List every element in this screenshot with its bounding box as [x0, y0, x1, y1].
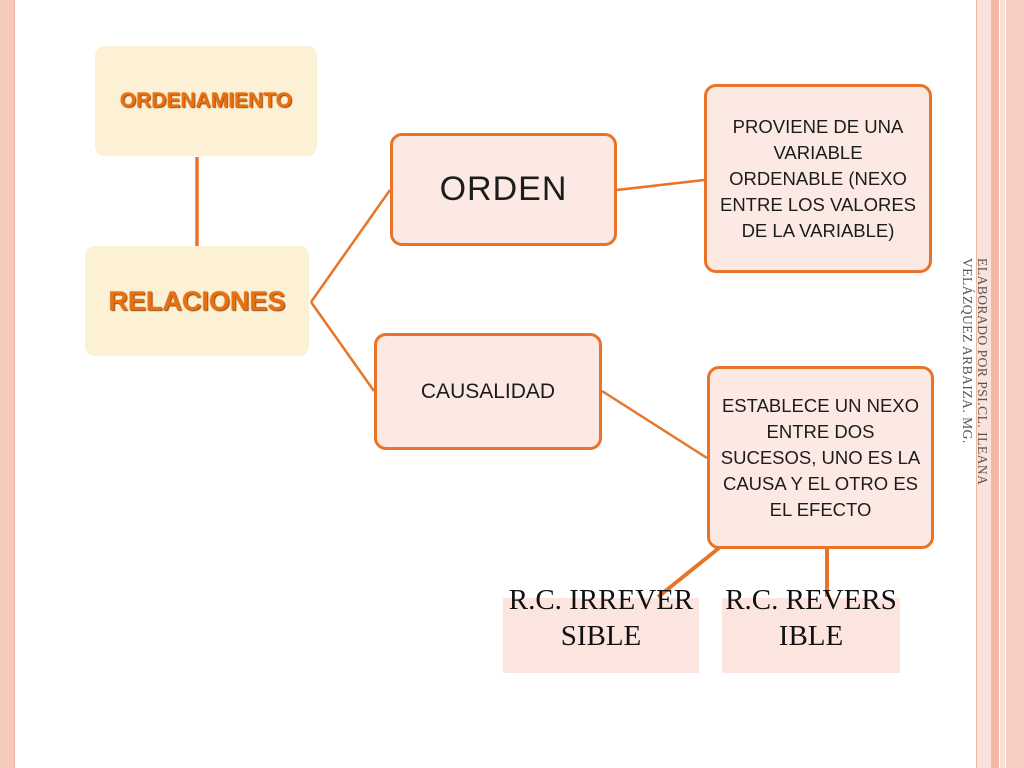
author-credit-line1: ELABORADO POR PSI.CL. ILEANA — [975, 258, 990, 486]
right-stripe-decoration — [991, 0, 999, 768]
node-causalidad: CAUSALIDAD — [374, 333, 602, 450]
connector-relaciones-orden — [309, 189, 392, 303]
author-credit: ELABORADO POR PSI.CL. ILEANA VELÁZQUEZ A… — [960, 258, 990, 558]
author-credit-line2: VELÁZQUEZ ARBAIZA. MG. — [960, 258, 975, 444]
label-rc-reversible-text: R.C. REVERSIBLE — [725, 584, 897, 652]
right-stripe-decoration — [976, 0, 991, 768]
node-orden: ORDEN — [390, 133, 617, 246]
node-orden-label: ORDEN — [439, 170, 568, 208]
node-ordenamiento-label: ORDENAMIENTO — [119, 89, 293, 112]
node-relaciones: RELACIONES — [85, 246, 309, 356]
connector-relaciones-causalidad — [309, 301, 376, 392]
node-definicion-causalidad: ESTABLECE UN NEXO ENTRE DOS SUCESOS, UNO… — [707, 366, 934, 549]
connector-orden-definicion — [616, 178, 705, 192]
connector-definicion-irreversible — [656, 546, 721, 599]
left-border-decoration — [0, 0, 15, 768]
label-rc-irreversible-text: R.C. IRREVERSIBLE — [508, 584, 694, 652]
node-causalidad-label: CAUSALIDAD — [420, 379, 556, 403]
node-definicion-orden-text: PROVIENE DE UNA VARIABLE ORDENABLE (NEXO… — [719, 115, 917, 241]
node-definicion-causalidad-text: ESTABLECE UN NEXO ENTRE DOS SUCESOS, UNO… — [720, 394, 921, 520]
node-relaciones-label: RELACIONES — [108, 285, 286, 316]
node-definicion-orden: PROVIENE DE UNA VARIABLE ORDENABLE (NEXO… — [704, 84, 932, 273]
label-rc-irreversible: R.C. IRREVERSIBLE — [503, 584, 699, 673]
label-rc-reversible: R.C. REVERSIBLE — [722, 584, 900, 673]
right-stripe-decoration — [1000, 0, 1005, 768]
right-stripe-decoration — [1006, 0, 1024, 768]
node-ordenamiento: ORDENAMIENTO — [95, 46, 317, 156]
connector-causalidad-definicion — [601, 389, 708, 460]
